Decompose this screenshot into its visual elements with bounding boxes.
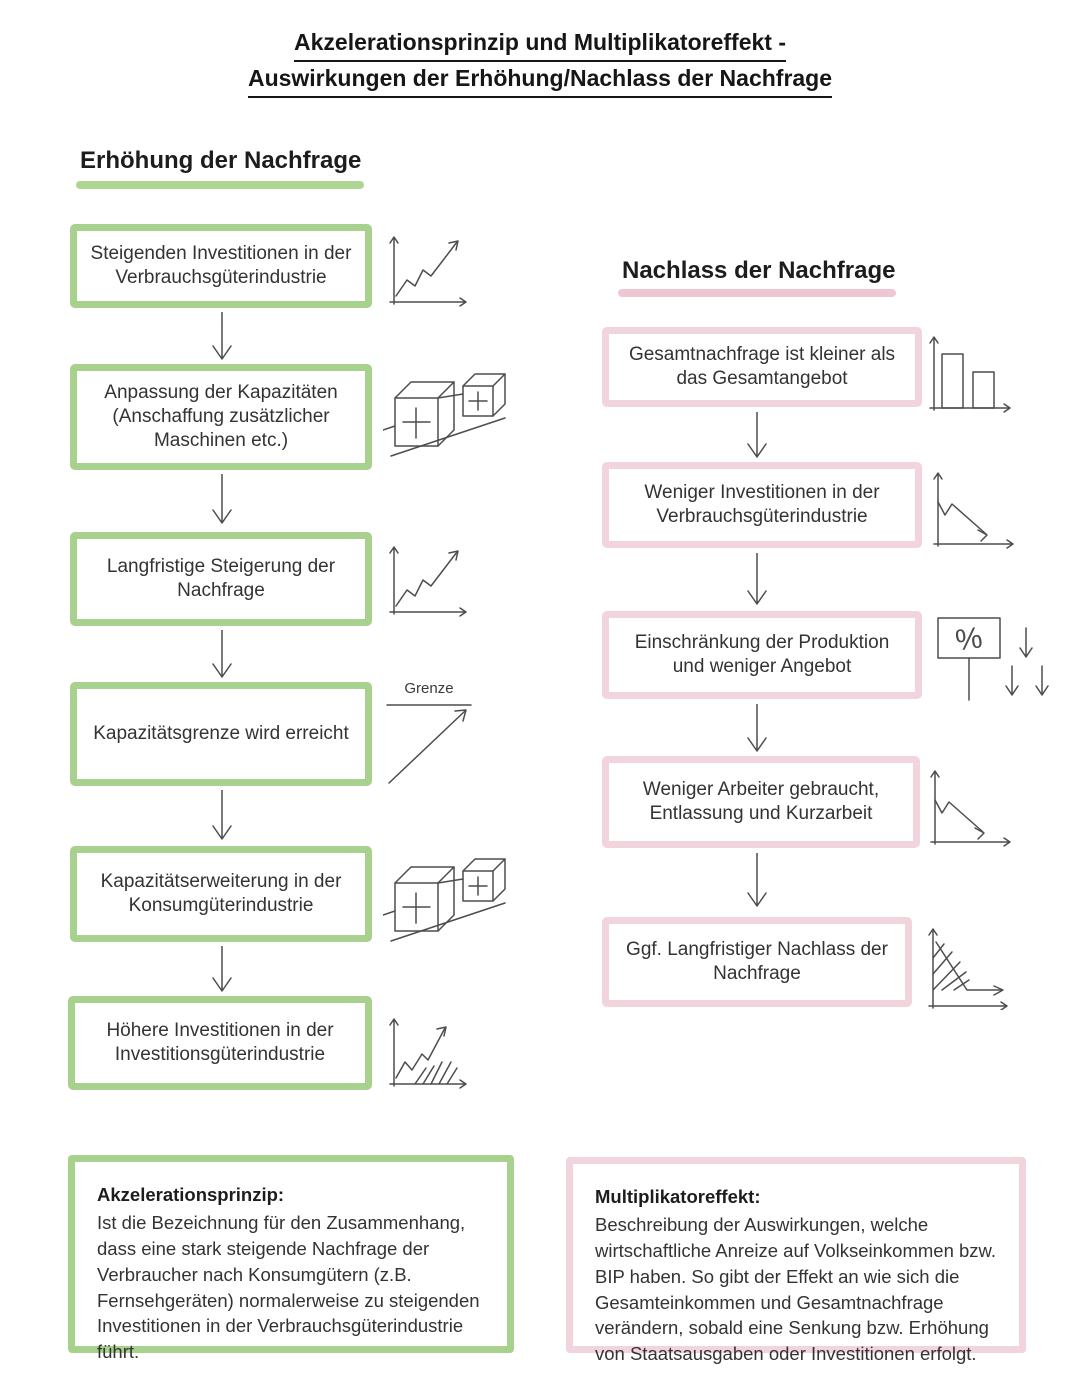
- down-arrow-connector: [742, 412, 772, 460]
- step-label: Einschränkung der Produktion und weniger…: [634, 631, 890, 677]
- step-label: Gesamtnachfrage ist kleiner als das Gesa…: [628, 343, 896, 389]
- step-label: Anpassung der Kapazitäten (Anschaffung z…: [104, 381, 338, 452]
- definition-title: Akzelerationsprinzip:: [97, 1184, 285, 1205]
- page-title-line-1: Akzelerationsprinzip und Multiplikatoref…: [0, 26, 1080, 62]
- grenze-label: Grenze: [404, 680, 454, 697]
- left-section-heading: Erhöhung der Nachfrage: [80, 147, 362, 174]
- step-label: Kapazitätsgrenze wird erreicht: [93, 722, 349, 744]
- definition-body: Beschreibung der Auswirkungen, welche wi…: [595, 1213, 997, 1365]
- step-label: Steigenden Investitionen in der Verbrauc…: [90, 242, 352, 288]
- definition-body: Ist die Bezeichnung für den Zusammenhang…: [97, 1211, 480, 1363]
- definition-title: Multiplikatoreffekt:: [595, 1186, 761, 1207]
- step-box-capacity-expansion: Kapazitätserweiterung in der Konsumgüter…: [70, 846, 372, 942]
- bar-chart-decreasing-icon: [925, 328, 1017, 414]
- pink-underline-bar: [618, 289, 896, 297]
- line-chart-falling-icon: [928, 460, 1020, 550]
- green-underline-bar: [76, 181, 364, 189]
- limit-arrow-icon: Grenze: [383, 680, 475, 787]
- step-box-higher-investments: Höhere Investitionen in der Investitions…: [68, 996, 372, 1090]
- area-chart-falling-hatched-icon: [922, 920, 1012, 1010]
- down-arrow-connector: [207, 312, 237, 362]
- percent-sign-down-arrows-icon: %: [930, 612, 1058, 702]
- cubes-plus-icon: [383, 843, 508, 945]
- definition-box-multiplier: Multiplikatoreffekt: Beschreibung der Au…: [566, 1157, 1026, 1364]
- definition-box-accelerator: Akzelerationsprinzip: Ist die Bezeichnun…: [68, 1155, 514, 1362]
- page-title: Akzelerationsprinzip und Multiplikatoref…: [0, 26, 1080, 98]
- step-box-fewer-investments: Weniger Investitionen in der Verbrauchsg…: [602, 462, 922, 548]
- down-arrow-connector: [207, 790, 237, 842]
- step-box-production-restriction: Einschränkung der Produktion und weniger…: [602, 611, 922, 699]
- step-label: Weniger Arbeiter gebraucht, Entlassung u…: [642, 778, 880, 824]
- down-arrow-connector: [207, 946, 237, 994]
- line-chart-rising-icon: [385, 536, 473, 618]
- down-arrow-connector: [742, 553, 772, 607]
- down-arrow-connector: [742, 704, 772, 754]
- line-chart-falling-icon: [925, 758, 1017, 848]
- percent-glyph: %: [953, 621, 984, 657]
- step-box-capacity-limit-reached: Kapazitätsgrenze wird erreicht: [70, 682, 372, 786]
- step-label: Kapazitätserweiterung in der Konsumgüter…: [100, 870, 342, 916]
- line-chart-rising-icon: [385, 228, 473, 308]
- down-arrow-connector: [742, 853, 772, 909]
- step-box-rising-investments: Steigenden Investitionen in der Verbrauc…: [70, 224, 372, 308]
- step-label: Höhere Investitionen in der Investitions…: [106, 1019, 334, 1065]
- step-box-longterm-demand-increase: Langfristige Steigerung der Nachfrage: [70, 532, 372, 626]
- step-label: Langfristige Steigerung der Nachfrage: [106, 555, 336, 601]
- step-box-capacity-adjustment: Anpassung der Kapazitäten (Anschaffung z…: [70, 364, 372, 470]
- down-arrow-connector: [207, 474, 237, 526]
- page-title-line-2: Auswirkungen der Erhöhung/Nachlass der N…: [0, 62, 1080, 98]
- right-section-heading: Nachlass der Nachfrage: [622, 257, 896, 284]
- line-chart-rising-hatched-icon: [385, 1006, 473, 1090]
- step-box-fewer-workers: Weniger Arbeiter gebraucht, Entlassung u…: [602, 756, 920, 848]
- step-box-longterm-demand-decline: Ggf. Langfristiger Nachlass der Nachfrag…: [602, 917, 912, 1007]
- cubes-plus-icon: [383, 358, 508, 460]
- step-label: Ggf. Langfristiger Nachlass der Nachfrag…: [626, 938, 888, 984]
- step-label: Weniger Investitionen in der Verbrauchsg…: [644, 481, 880, 527]
- step-box-demand-smaller-supply: Gesamtnachfrage ist kleiner als das Gesa…: [602, 327, 922, 407]
- down-arrow-connector: [207, 630, 237, 680]
